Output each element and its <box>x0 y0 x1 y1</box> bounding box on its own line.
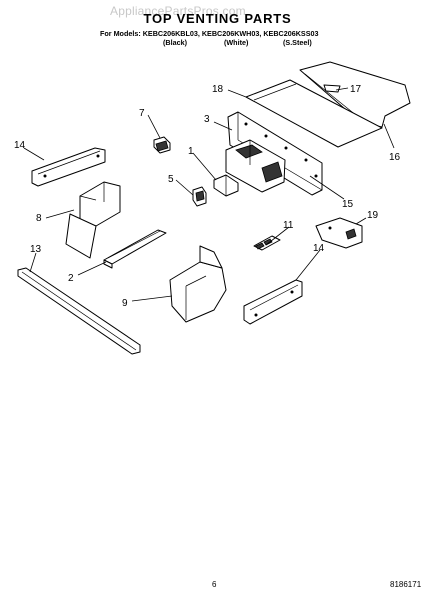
callout-1: 1 <box>188 146 194 157</box>
callout-17: 17 <box>350 84 362 95</box>
watermark: AppliancePartsPros.com <box>110 4 246 18</box>
callout-11: 11 <box>283 220 294 231</box>
part-5-connector[interactable] <box>192 186 207 207</box>
part-9-duct-housing[interactable] <box>169 245 227 323</box>
color-black: (Black) <box>163 38 187 47</box>
page-number: 6 <box>212 580 217 589</box>
callout-5: 5 <box>168 174 174 185</box>
part-14-bracket-left[interactable] <box>31 147 106 187</box>
part-19-bracket[interactable] <box>315 217 363 249</box>
callout-3: 3 <box>204 114 210 125</box>
part-8-duct[interactable] <box>65 181 121 259</box>
part-13-rail[interactable] <box>17 267 141 355</box>
part-16-vent-panel[interactable] <box>299 61 411 128</box>
color-white: (White) <box>224 38 249 47</box>
part-3-vent-bracket[interactable] <box>227 111 323 196</box>
callout-14-left: 14 <box>14 140 26 151</box>
part-2-channel[interactable] <box>103 229 167 269</box>
callout-2: 2 <box>68 273 74 284</box>
part-15-vent-motor[interactable] <box>225 139 286 193</box>
document-number: 8186171 <box>390 580 422 589</box>
part-7-switch[interactable] <box>153 136 171 154</box>
color-steel: (S.Steel) <box>283 38 312 47</box>
models-line: For Models: KEBC206KBL03, KEBC206KWH03, … <box>100 29 319 38</box>
part-18-flat-panel[interactable] <box>245 79 383 148</box>
callout-19: 19 <box>367 210 379 221</box>
part-11-terminal-block[interactable] <box>253 235 281 251</box>
page-title: TOP VENTING PARTS <box>143 11 292 26</box>
callout-7: 7 <box>139 108 145 119</box>
callout-13: 13 <box>30 244 42 255</box>
callout-14-right: 14 <box>313 243 325 254</box>
callout-16: 16 <box>389 152 401 163</box>
part-14-bracket-right[interactable] <box>243 279 303 325</box>
callout-15: 15 <box>342 199 354 210</box>
callout-8: 8 <box>36 213 42 224</box>
leader-lines <box>23 87 395 302</box>
callout-9: 9 <box>122 298 128 309</box>
callout-18: 18 <box>212 84 224 95</box>
part-1-block[interactable] <box>213 174 239 197</box>
